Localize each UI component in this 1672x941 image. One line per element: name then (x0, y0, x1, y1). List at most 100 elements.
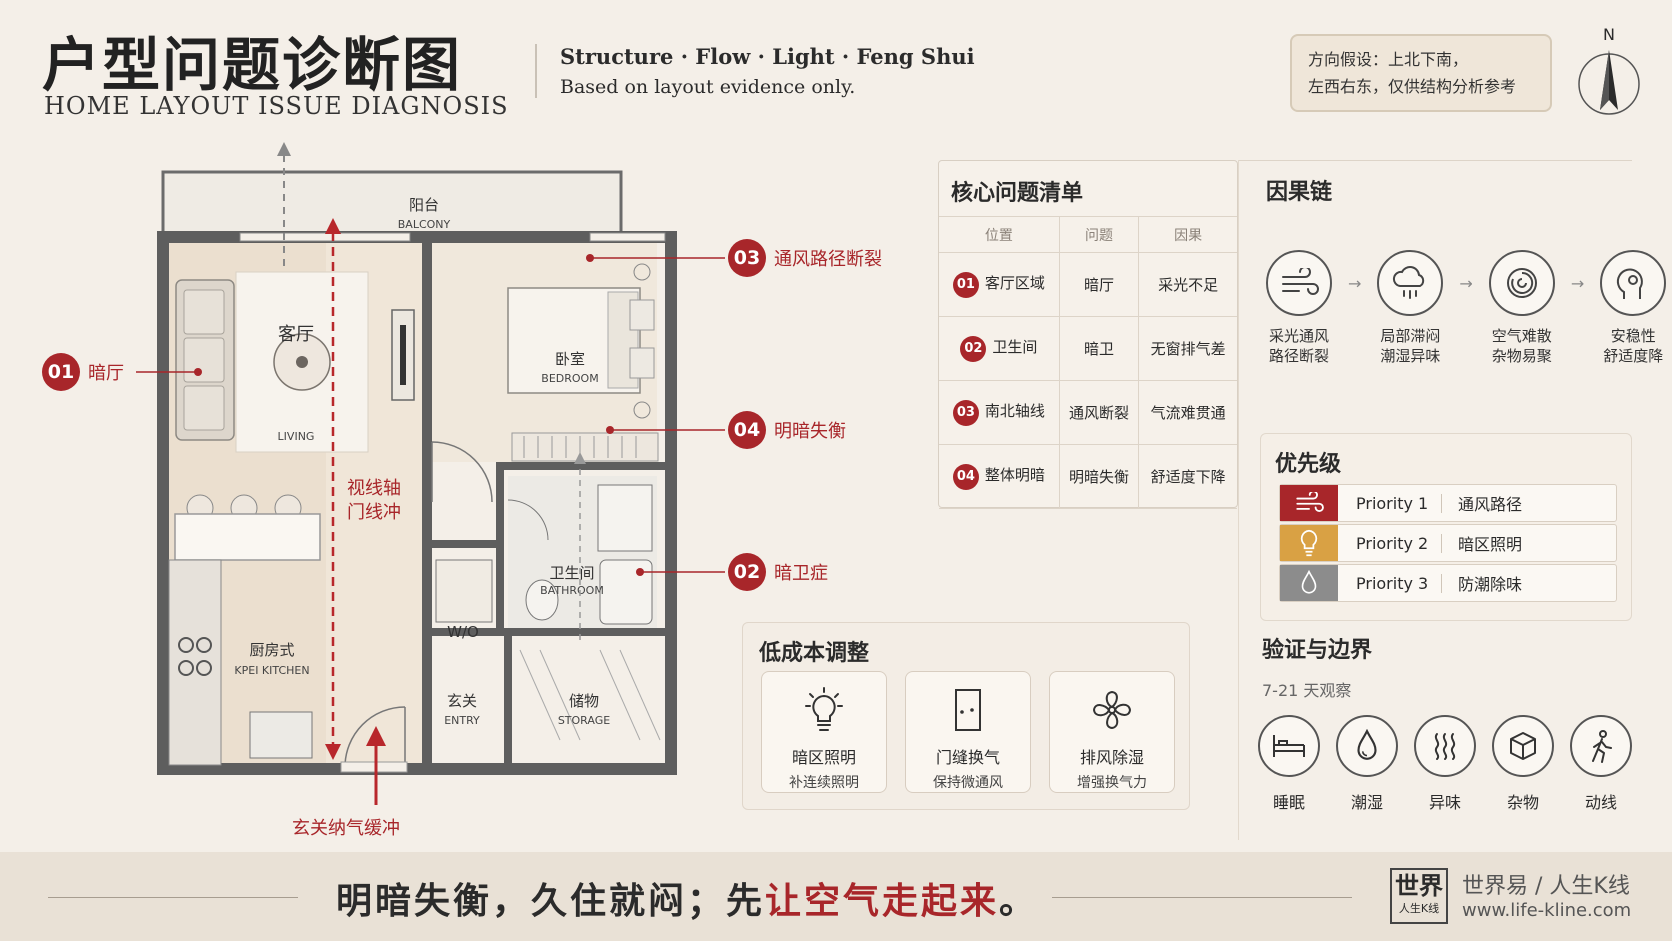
issue-list-title: 核心问题清单 (951, 181, 1084, 206)
odor-icon (1434, 733, 1456, 760)
swirl-icon (1506, 268, 1537, 298)
priority-row: Priority 3 防潮除味 (1279, 564, 1617, 602)
adjust-card-desc: 补连续照明 (789, 775, 859, 791)
issue-location: 整体明暗 (984, 465, 1045, 484)
footer-rule-left (48, 897, 298, 898)
adjust-card-desc: 保持微通风 (933, 775, 1003, 791)
footer (0, 852, 1672, 941)
callout-04: 04 明暗失衡 (728, 411, 846, 449)
chain-item: 局部滞闷潮湿异味 (1365, 250, 1455, 366)
compass: N (1574, 26, 1644, 116)
fan-icon (1092, 690, 1132, 730)
adjust-card: 门缝换气 保持微通风 (905, 671, 1031, 793)
chain-label-line2: 杂物易聚 (1491, 347, 1552, 365)
orientation-note-line1: 方向假设：上北下南， (1308, 50, 1469, 69)
chain-label-line1: 空气难散 (1491, 327, 1552, 345)
toilet-icon (599, 559, 653, 625)
drop-icon (1357, 729, 1377, 760)
bedroom-label-en: BEDROOM (541, 372, 598, 385)
verify-label: 动线 (1584, 793, 1617, 812)
orientation-note: 方向假设：上北下南， 左西右东，仅供结构分析参考 (1290, 34, 1552, 112)
callout-04-text: 明暗失衡 (774, 421, 846, 442)
bulb-icon (805, 687, 843, 731)
callout-02-text: 暗卫症 (774, 563, 828, 584)
wind-icon (1282, 268, 1319, 295)
floor-plan: 阳台 BALCONY 客厅 LIVING 卧室 BEDROOM 卫生间 BATH… (136, 142, 725, 839)
callout-01: 01 暗厅 (42, 353, 124, 391)
storage-label: 储物 (569, 692, 599, 710)
slogan-part-b: 让空气走起来 (765, 881, 1000, 922)
brand-logo: 世界 人生K线 (1390, 868, 1448, 924)
footer-slogan: 明暗失衡，久住就闷；先让空气走起来。 (336, 872, 1038, 924)
axis-label-2: 门线冲 (347, 502, 401, 523)
issue-header-location: 位置 (939, 216, 1060, 253)
priority-value: 通风路径 (1458, 495, 1523, 514)
kitchen-label-en: KPEI KITCHEN (234, 664, 309, 677)
entry-buffer-label: 玄关纳气缓冲 (292, 818, 400, 839)
verify-item: 睡眠 (1256, 715, 1322, 813)
callout-01-number: 01 (42, 353, 80, 391)
cloud-rain-icon (1393, 266, 1425, 299)
issue-cause: 舒适度下降 (1138, 444, 1237, 509)
callout-03-number: 03 (728, 239, 766, 277)
kitchen-label: 厨房式 (249, 641, 294, 659)
verify-label: 睡眠 (1272, 793, 1305, 812)
callout-03-text: 通风路径断裂 (774, 249, 882, 270)
drop-icon (1301, 570, 1317, 594)
chain-label-line2: 舒适度降 (1603, 347, 1664, 365)
issue-number: 02 (960, 335, 987, 362)
slogan-part-c: 。 (999, 881, 1039, 922)
outer-walls (157, 231, 677, 775)
entry-label-en: ENTRY (444, 714, 480, 727)
priority-name: Priority 2 (1338, 533, 1442, 553)
issue-cause: 无窗排气差 (1138, 316, 1237, 381)
issue-header-problem: 问题 (1058, 216, 1139, 253)
brand-logo-line1: 世界 (1395, 872, 1443, 900)
brand-name: 世界易 / 人生K线 (1462, 874, 1630, 899)
balcony-label: 阳台 (409, 196, 439, 214)
verify-item: 异味 (1412, 715, 1478, 813)
header-tagline: Structure · Flow · Light · Feng Shui (560, 44, 975, 69)
verify-label: 杂物 (1506, 793, 1539, 812)
adjust-card: 暗区照明 补连续照明 (761, 671, 887, 793)
chain-item: 安稳性舒适度降 (1588, 250, 1672, 366)
dining-counter (174, 513, 321, 561)
issue-number: 03 (952, 399, 979, 426)
compass-label: N (1603, 25, 1615, 44)
stove-icon (178, 637, 194, 653)
sink-icon (525, 579, 559, 621)
chain-arrow-icon: → (1348, 274, 1362, 293)
door-icon (955, 689, 981, 731)
chain-title: 因果链 (1266, 180, 1333, 205)
chain-item: 空气难散杂物易聚 (1477, 250, 1567, 366)
chain-top-rule (1238, 160, 1632, 161)
adjust-card: 排风除湿 增强换气力 (1049, 671, 1175, 793)
priority-title: 优先级 (1275, 452, 1342, 477)
page-title: 户型问题诊断图 (42, 31, 463, 99)
brand-url[interactable]: www.life-kline.com (1462, 900, 1632, 921)
issue-number: 01 (952, 271, 979, 298)
box-icon (1510, 732, 1536, 760)
callout-02: 02 暗卫症 (728, 553, 828, 591)
chain-label-line1: 安稳性 (1610, 327, 1656, 345)
bulb-icon (1300, 529, 1318, 557)
storage-label-en: STORAGE (558, 714, 610, 727)
priority-value: 暗区照明 (1458, 535, 1523, 554)
chain-arrow-icon: → (1570, 274, 1585, 293)
bed-icon (1273, 735, 1305, 757)
priority-value: 防潮除味 (1458, 575, 1523, 594)
footer-rule-right (1052, 897, 1352, 898)
issue-location: 南北轴线 (984, 401, 1045, 420)
chain-label-line2: 潮湿异味 (1380, 347, 1441, 365)
page-subtitle: HOME LAYOUT ISSUE DIAGNOSIS (44, 92, 509, 120)
chain-label-line1: 局部滞闷 (1380, 327, 1441, 345)
issue-problem: 通风断裂 (1058, 380, 1139, 445)
header-divider (535, 44, 537, 98)
shower-icon (597, 484, 653, 552)
header-tagline-note: Based on layout evidence only. (560, 76, 856, 98)
priority-panel: 优先级 Priority 1 通风路径 Priority 2 暗区照明 Prio… (1260, 433, 1632, 621)
adjust-card-title: 门缝换气 (935, 748, 1000, 767)
